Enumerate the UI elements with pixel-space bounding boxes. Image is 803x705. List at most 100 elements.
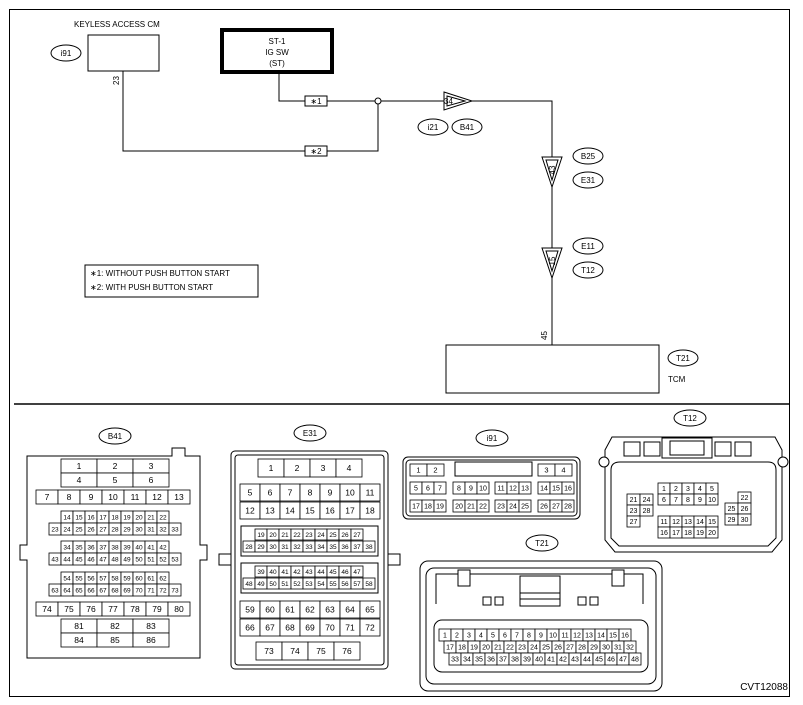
b41-pin-label: 23 (51, 526, 59, 533)
b41-pin-label: 82 (110, 621, 120, 631)
t21-face-tag: T21 (535, 539, 549, 548)
i91-face-tag-oval (475, 429, 509, 447)
e31-pin-label: 43 (305, 569, 313, 576)
e31-pin-label: 29 (257, 544, 265, 551)
t12-pin-label: 12 (672, 519, 680, 526)
t12-pin-label: 28 (643, 508, 651, 515)
t12-pin-cell (626, 515, 641, 528)
b41-pin-cell (168, 522, 182, 536)
b25-tag: B25 (581, 152, 596, 161)
b41-pin-label: 61 (147, 575, 155, 582)
b41-pin-label: 68 (111, 587, 119, 594)
b41-pin-label: 15 (75, 514, 83, 521)
i91-pin-cell (476, 499, 490, 513)
t21-pin-label: 14 (597, 633, 605, 640)
t21-tab-3 (577, 596, 587, 606)
b41-pin-label: 22 (159, 514, 167, 521)
t12-face-tag: T12 (683, 414, 697, 423)
b41-pin-cell (132, 632, 170, 648)
i91-pin-label: 1 (416, 466, 420, 475)
i91-pin-cell (476, 481, 490, 495)
b41-pin-label: 81 (74, 621, 84, 631)
e31-pin-label: 3 (321, 463, 326, 473)
t12-pin-label: 19 (696, 530, 704, 537)
t12-pin-label: 30 (741, 517, 749, 524)
b41-pin-label: 85 (110, 635, 120, 645)
b41-pin-label: 71 (147, 587, 155, 594)
t21-pin-label: 3 (467, 633, 471, 640)
b41-pin-label: 73 (171, 587, 179, 594)
t12-pin-label: 15 (708, 519, 716, 526)
i91-housing-outer (402, 456, 581, 520)
e31-pin-label: 49 (257, 581, 265, 588)
b41-pin-label: 14 (63, 514, 71, 521)
b41-pin-label: 59 (123, 575, 131, 582)
b41-pin-label: 7 (45, 492, 50, 502)
note-2: ∗2: WITH PUSH BUTTON START (90, 283, 213, 292)
b41-pin-label: 10 (108, 492, 118, 502)
tag-star1-box (304, 95, 328, 107)
e31-pin-label: 13 (265, 506, 275, 516)
e31-pin-label: 73 (264, 646, 274, 656)
t12-pin-label: 9 (698, 497, 702, 504)
e11-tag-oval (572, 237, 604, 255)
t21-pin-label: 34 (463, 657, 471, 664)
t12-pin-label: 13 (684, 519, 692, 526)
t12-pin-label: 20 (708, 530, 716, 537)
i91-pin-label: 20 (455, 504, 463, 511)
e31-pin-label: 41 (281, 569, 289, 576)
i91-pin-label: 18 (424, 504, 432, 511)
t12-pin-label: 7 (674, 497, 678, 504)
t21-pin-label: 15 (609, 633, 617, 640)
t12-tag-oval (572, 261, 604, 279)
e31-pin-label: 18 (365, 506, 375, 516)
joint-34-outer (443, 91, 474, 111)
i91-pin-label: 25 (521, 504, 529, 511)
b41-pin-label: 32 (159, 526, 167, 533)
b41-tag-oval (451, 118, 483, 136)
b41-pin-cell (168, 583, 182, 597)
e31-pin-label: 30 (269, 544, 277, 551)
t21-pin-label: 19 (470, 645, 478, 652)
e31-pin-cell (362, 540, 376, 553)
b41-pin-label: 35 (75, 544, 83, 551)
b41-pin-label: 30 (135, 526, 143, 533)
b41-pin-label: 50 (135, 556, 143, 563)
b41-pin-label: 52 (159, 556, 167, 563)
e31-pin-label: 23 (305, 532, 313, 539)
i91-face-tag: i91 (487, 434, 498, 443)
b41-face-tag-oval (98, 427, 132, 445)
e31-pin-label: 67 (265, 623, 275, 633)
e31-pin-label: 70 (325, 623, 335, 633)
b41-pin-label: 57 (99, 575, 107, 582)
t21-pin-label: 12 (573, 633, 581, 640)
i91-pin-cell (518, 499, 532, 513)
pin-45-label: 45 (540, 331, 549, 340)
i91-tag: i91 (61, 49, 72, 58)
pin-23-label: 23 (112, 76, 121, 85)
b41-face-tag: B41 (108, 432, 123, 441)
t12-pin-label: 5 (710, 486, 714, 493)
i91-pin-cell (554, 463, 573, 477)
t21-pin-label: 25 (542, 645, 550, 652)
e31-pin-cell (359, 501, 381, 520)
e31-pin-label: 10 (345, 488, 355, 498)
i21-tag-oval (417, 118, 449, 136)
b41-pin-label: 72 (159, 587, 167, 594)
b41-pin-label: 40 (135, 544, 143, 551)
b41-pin-label: 16 (87, 514, 95, 521)
i91-pin-label: 2 (433, 466, 437, 475)
b41-pin-label: 19 (123, 514, 131, 521)
e31-pin-label: 17 (345, 506, 355, 516)
e31-pin-cell (335, 458, 363, 478)
t12-pin-cell (639, 504, 654, 517)
b41-pin-label: 33 (171, 526, 179, 533)
t21-tab-4 (589, 596, 599, 606)
b41-pin-label: 18 (111, 514, 119, 521)
i91-pin-label: 19 (436, 504, 444, 511)
t21-pin-label: 43 (571, 657, 579, 664)
t12-pin-label: 16 (660, 530, 668, 537)
t21-pin-label: 32 (626, 645, 634, 652)
